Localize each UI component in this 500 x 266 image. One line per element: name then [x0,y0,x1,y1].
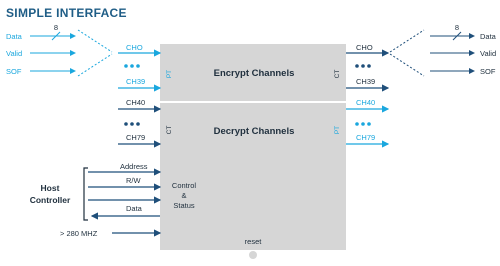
right-diverge-top [389,29,425,53]
core-block [160,44,346,250]
host-label-line2: Controller [30,195,71,205]
ch0-out-label: CHO [356,43,373,52]
ch40-in-label: CH40 [126,98,145,107]
ellipsis-dot [130,122,134,126]
status-label: Status [173,201,195,210]
ch39-out-label: CH39 [356,77,375,86]
ellipsis-dot [136,122,140,126]
rw-label: R/W [126,176,142,185]
ellipsis-dot [367,64,371,68]
ct-label-decrypt-in: CT [166,126,173,135]
right-data-label: Data [480,32,497,41]
control-label: Control [172,181,197,190]
pt-label-encrypt-in: PT [166,70,173,78]
ellipsis-dot [367,122,371,126]
left-converge-bottom [77,53,113,77]
address-label: Address [120,162,148,171]
ch40-out-label: CH40 [356,98,375,107]
ellipsis-dot [124,122,128,126]
left-valid-label: Valid [6,49,22,58]
right-bus-slash [452,31,462,41]
decrypt-channels-label: Decrypt Channels [214,126,295,137]
left-data-label: Data [6,32,23,41]
host-bracket [83,167,88,221]
ellipsis-dot [130,64,134,68]
ampersand-label: & [181,191,186,200]
ch0-in-label: CHO [126,43,143,52]
reset-pin [249,251,257,259]
reset-label: reset [245,237,263,246]
clock-label: > 280 MHZ [60,229,98,238]
host-label-line1: Host [41,183,60,193]
page-title: SIMPLE INTERFACE [6,6,127,20]
ellipsis-dot [355,122,359,126]
left-converge-top [77,29,113,53]
ellipsis-dot [136,64,140,68]
ct-label-encrypt-out: CT [334,70,341,79]
right-bus-width: 8 [455,23,459,32]
pt-label-decrypt-out: PT [334,126,341,134]
ch79-out-label: CH79 [356,133,375,142]
left-bus-slash [51,31,61,41]
ellipsis-dot [361,64,365,68]
ellipsis-dot [124,64,128,68]
ellipsis-dot [361,122,365,126]
encrypt-channels-label: Encrypt Channels [214,68,295,79]
left-sof-label: SOF [6,67,22,76]
ch79-in-label: CH79 [126,133,145,142]
right-sof-label: SOF [480,67,496,76]
host-data-label: Data [126,204,143,213]
ellipsis-dot [355,64,359,68]
left-bus-width: 8 [54,23,58,32]
ch39-in-label: CH39 [126,77,145,86]
right-diverge-bottom [389,53,425,77]
right-valid-label: Valid [480,49,496,58]
